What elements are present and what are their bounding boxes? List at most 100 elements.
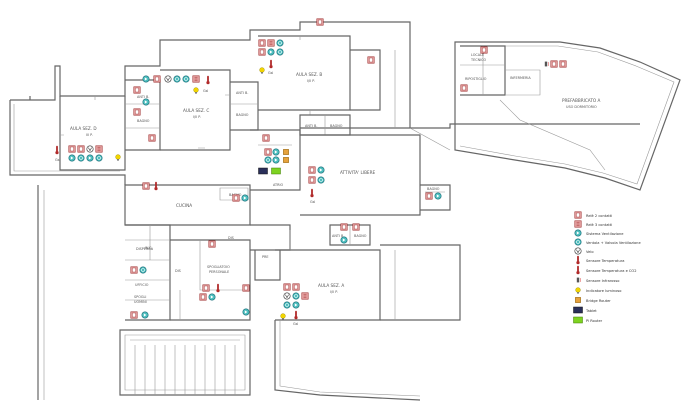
sensore-temperatura-gas-icon <box>576 265 580 275</box>
sistema-ventilazione-icon[interactable] <box>142 75 150 83</box>
rele-2-contatti-icon[interactable] <box>425 192 433 200</box>
rele-2-contatti-icon[interactable] <box>130 311 138 319</box>
sistema-ventilazione-icon[interactable] <box>241 194 249 202</box>
sensore-temperatura-icon[interactable] <box>216 283 220 293</box>
ventilazione-con-scarico-icon[interactable] <box>173 75 181 83</box>
rele-2-contatti-icon[interactable] <box>242 284 250 292</box>
sistema-ventilazione-icon[interactable] <box>267 48 275 56</box>
room-label-prefabbricato: PREFABBRICATO A <box>562 98 601 103</box>
room-label-bagno-6: BAGNO <box>354 234 367 238</box>
velo-icon[interactable] <box>164 75 172 83</box>
rele-2-contatti-icon[interactable] <box>550 60 558 68</box>
sensore-temperatura-gas-icon[interactable] <box>269 59 273 69</box>
indicatore-luminoso-icon[interactable] <box>115 154 121 162</box>
rele-2-contatti-icon[interactable] <box>283 283 291 291</box>
room-label-ufficio: UFFICIO <box>135 283 149 287</box>
rele-2-contatti-icon[interactable] <box>130 266 138 274</box>
rele-2-contatti-icon[interactable] <box>559 60 567 68</box>
sensore-temperatura-gas-icon[interactable] <box>55 145 59 155</box>
sistema-ventilazione-icon[interactable] <box>292 301 300 309</box>
sistema-ventilazione-icon[interactable] <box>434 192 442 200</box>
ventilazione-con-scarico-icon <box>574 238 582 246</box>
rele-2-contatti-icon[interactable] <box>340 223 348 231</box>
sistema-ventilazione-icon[interactable] <box>68 154 76 162</box>
rele-2-contatti-icon[interactable] <box>202 284 210 292</box>
rele-2-contatti-icon[interactable] <box>208 240 216 248</box>
rele-2-contatti-icon[interactable] <box>308 176 316 184</box>
velo-icon[interactable] <box>283 292 291 300</box>
ventilazione-con-scarico-icon[interactable] <box>292 292 300 300</box>
rele-2-contatti-icon[interactable] <box>153 75 161 83</box>
sistema-ventilazione-icon[interactable] <box>317 166 325 174</box>
ventilazione-con-scarico-icon[interactable] <box>276 39 284 47</box>
sistema-ventilazione-icon[interactable] <box>208 293 216 301</box>
rele-2-contatti-icon[interactable] <box>133 86 141 94</box>
sistema-ventilazione-icon[interactable] <box>272 156 280 164</box>
sensor-gas-label: Gsl <box>268 71 273 75</box>
ventilazione-con-scarico-icon[interactable] <box>77 154 85 162</box>
rele-2-contatti-icon[interactable] <box>352 223 360 231</box>
rele-2-contatti-icon[interactable] <box>142 182 150 190</box>
legend-label: Sistema Ventilazione <box>586 232 624 236</box>
legend-label: Sensore Temperatura <box>586 259 624 263</box>
walls <box>9 21 681 401</box>
tablet-icon <box>573 306 583 314</box>
sensore-temperatura-gas-icon[interactable] <box>206 75 210 85</box>
rele-2-contatti-icon[interactable] <box>367 56 375 64</box>
ventilazione-con-scarico-icon[interactable] <box>95 154 103 162</box>
sistema-ventilazione-icon[interactable] <box>141 311 149 319</box>
sensore-temperatura-gas-icon[interactable] <box>310 188 314 198</box>
tablet-icon[interactable] <box>258 167 268 175</box>
sensore-infrarosso-icon[interactable] <box>544 61 550 67</box>
rele-2-contatti-icon[interactable] <box>133 108 141 116</box>
rele-2-contatti-icon[interactable] <box>264 148 272 156</box>
pi-router-icon[interactable] <box>271 167 281 175</box>
sistema-ventilazione-icon[interactable] <box>242 308 250 316</box>
room-label-aula-a-floor: I/II P. <box>330 290 338 294</box>
rele-3-contatti-icon[interactable] <box>267 39 275 47</box>
sistema-ventilazione-icon[interactable] <box>86 154 94 162</box>
rele-2-contatti-icon[interactable] <box>148 134 156 142</box>
sensore-temperatura-gas-icon[interactable] <box>294 310 298 320</box>
indicatore-luminoso-icon[interactable] <box>259 67 265 75</box>
rele-2-contatti-icon[interactable] <box>460 84 468 92</box>
room-label-bagno-3: BAGNO <box>330 124 343 128</box>
rele-2-contatti-icon[interactable] <box>262 134 270 142</box>
bridge-router-icon[interactable] <box>283 157 289 163</box>
rele-2-contatti-icon[interactable] <box>68 145 76 153</box>
rele-2-contatti-icon[interactable] <box>232 194 240 202</box>
rele-2-contatti-icon[interactable] <box>77 145 85 153</box>
rele-2-contatti-icon[interactable] <box>308 166 316 174</box>
ventilazione-con-scarico-icon[interactable] <box>139 266 147 274</box>
rele-2-contatti-icon[interactable] <box>316 18 324 26</box>
room-labels: AULA SEZ. D III P. AULA SEZ. C I/II P. A… <box>70 53 601 304</box>
ventilazione-con-scarico-icon[interactable] <box>182 75 190 83</box>
sistema-ventilazione-icon[interactable] <box>142 98 150 106</box>
sensor-gas-label: Gsl <box>310 200 315 204</box>
indicatore-luminoso-icon[interactable] <box>193 87 199 95</box>
rele-2-contatti-icon[interactable] <box>258 39 266 47</box>
room-label-aula-b-floor: I/II P. <box>307 79 315 83</box>
rele-3-contatti-icon[interactable] <box>192 75 200 83</box>
rele-2-contatti-icon[interactable] <box>199 293 207 301</box>
rele-2-contatti-icon[interactable] <box>258 48 266 56</box>
room-label-wc: W.C. <box>145 246 153 250</box>
velo-icon[interactable] <box>86 145 94 153</box>
room-label-pre: PRE <box>262 255 269 259</box>
rele-2-contatti-icon[interactable] <box>480 46 488 54</box>
room-label-antibagno-2: ANTI B. <box>236 91 248 95</box>
ventilazione-con-scarico-icon[interactable] <box>276 48 284 56</box>
sistema-ventilazione-icon[interactable] <box>340 236 348 244</box>
bridge-router-icon[interactable] <box>283 149 289 155</box>
rele-2-contatti-icon[interactable] <box>292 283 300 291</box>
ventilazione-con-scarico-icon[interactable] <box>283 301 291 309</box>
sistema-ventilazione-icon[interactable] <box>272 148 280 156</box>
indicatore-luminoso-icon[interactable] <box>280 313 286 321</box>
rele-3-contatti-icon[interactable] <box>95 145 103 153</box>
sensore-temperatura-icon[interactable] <box>154 181 158 191</box>
ventilazione-con-scarico-icon[interactable] <box>264 156 272 164</box>
ventilazione-con-scarico-icon[interactable] <box>317 176 325 184</box>
rele-3-contatti-icon[interactable] <box>301 292 309 300</box>
